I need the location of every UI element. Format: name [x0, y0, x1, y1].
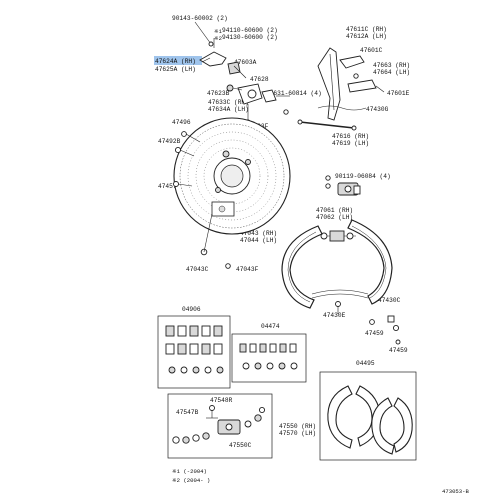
label-47043c[interactable]: 47043C	[186, 266, 209, 273]
adjuster-lever-assembly[interactable]	[297, 47, 385, 131]
note-mark-2: ※2	[214, 35, 222, 42]
label-47550c[interactable]: 47550C	[229, 442, 252, 449]
label-kit-04495[interactable]: 04495	[356, 360, 375, 367]
label-94130[interactable]: 94130-60600 (2)	[222, 34, 278, 41]
backing-plate[interactable]	[173, 117, 291, 235]
label-kit-04906[interactable]: 04906	[182, 306, 201, 313]
label-47548r[interactable]: 47548R	[210, 397, 233, 404]
label-91631[interactable]: 91631-60814 (4)	[266, 90, 322, 97]
label-47430c[interactable]: 47430C	[378, 297, 401, 304]
label-47624a[interactable]: 47624A (RH)	[155, 58, 196, 65]
label-47619[interactable]: 47619 (LH)	[332, 140, 369, 147]
label-47664[interactable]: 47664 (LH)	[373, 69, 410, 76]
label-47062[interactable]: 47062 (LH)	[316, 214, 353, 221]
label-47663[interactable]: 47663 (RH)	[373, 62, 410, 69]
label-47628[interactable]: 47628	[250, 76, 269, 83]
label-47496[interactable]: 47496	[172, 119, 191, 126]
note-1: ※1 (-2004)	[172, 468, 207, 475]
label-47430g[interactable]: 47430G	[366, 106, 389, 113]
label-47459a[interactable]: 47459	[365, 330, 384, 337]
brake-shoe-set[interactable]	[281, 219, 401, 345]
label-47611c[interactable]: 47611C (RH)	[346, 26, 387, 33]
label-47550[interactable]: 47550 (RH)	[279, 423, 316, 430]
label-kit-04474[interactable]: 04474	[261, 323, 280, 330]
kit-04495-box[interactable]	[319, 371, 417, 461]
parking-lever-assembly[interactable]	[194, 21, 290, 125]
label-47547b[interactable]: 47547B	[176, 409, 199, 416]
label-47043f[interactable]: 47043F	[236, 266, 259, 273]
label-47601e[interactable]: 47601E	[387, 90, 410, 97]
note-2: ※2 (2004- )	[172, 477, 210, 484]
note-mark-1: ※1	[214, 28, 223, 35]
label-47625a[interactable]: 47625A (LH)	[155, 66, 196, 73]
label-90143[interactable]: 90143-60002 (2)	[172, 15, 228, 22]
label-47570[interactable]: 47570 (LH)	[279, 430, 316, 437]
label-47061[interactable]: 47061 (RH)	[316, 207, 353, 214]
label-47043[interactable]: 47043 (RH)	[240, 230, 277, 237]
wheel-cylinder-assembly[interactable]	[320, 175, 361, 242]
label-90119[interactable]: 90119-06084 (4)	[335, 173, 391, 180]
label-47603a[interactable]: 47603A	[234, 59, 257, 66]
label-47633c[interactable]: 47633C (RH)	[208, 99, 249, 106]
backing-plate-hardware[interactable]	[173, 131, 231, 269]
label-47616[interactable]: 47616 (RH)	[332, 133, 369, 140]
label-47044[interactable]: 47044 (LH)	[240, 237, 277, 244]
label-47634a[interactable]: 47634A (LH)	[208, 106, 249, 113]
label-47601c[interactable]: 47601C	[360, 47, 383, 54]
figure-code: 473053-B	[442, 488, 469, 495]
kit-04906-box[interactable]	[157, 315, 231, 389]
label-47430e[interactable]: 47430E	[323, 312, 346, 319]
label-47459b[interactable]: 47459	[389, 347, 408, 354]
kit-04474-box[interactable]	[231, 333, 307, 383]
wheel-cylinder-kit-box[interactable]	[167, 393, 273, 459]
label-47492b[interactable]: 47492B	[158, 138, 181, 145]
highlight-47624a	[154, 56, 202, 65]
label-47457[interactable]: 47457	[158, 183, 177, 190]
label-94110[interactable]: 94110-60600 (2)	[222, 27, 278, 34]
label-47623b[interactable]: 47623B	[207, 90, 230, 97]
label-47612a[interactable]: 47612A (LH)	[346, 33, 387, 40]
